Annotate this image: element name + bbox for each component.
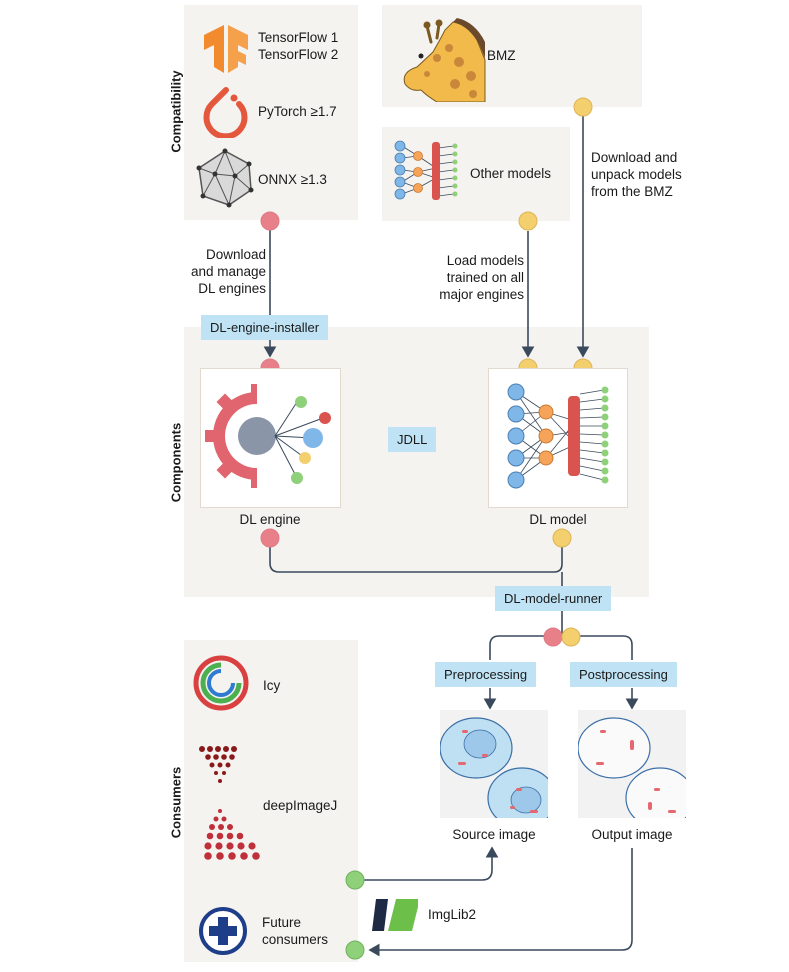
- node-yellow-runner: [561, 627, 581, 647]
- node-green-future: [345, 940, 365, 960]
- other-models-panel: [382, 127, 570, 221]
- tensorflow-icon: [204, 25, 248, 73]
- tag-jdll: JDLL: [388, 427, 437, 452]
- source-image-label: Source image: [452, 827, 536, 842]
- pytorch-label: PyTorch ≥1.7: [258, 104, 337, 119]
- onnx-label: ONNX ≥1.3: [258, 172, 327, 187]
- output-image: [578, 710, 686, 818]
- imglib2-label: ImgLib2: [428, 907, 477, 922]
- node-red-top: [260, 211, 280, 231]
- node-red-engine-out: [260, 528, 280, 548]
- deepimagej-label: deepImageJ: [263, 798, 338, 813]
- tag-preprocessing: Preprocessing: [435, 662, 537, 687]
- dl-engine-label: DL engine: [239, 512, 301, 527]
- dl-model-label: DL model: [529, 512, 587, 527]
- node-yellow-bmz: [573, 97, 593, 117]
- onnx-icon: [196, 148, 254, 208]
- imglib2-icon: [372, 899, 418, 931]
- edge-consumer-to-source: [362, 846, 499, 881]
- icy-label: Icy: [263, 678, 281, 693]
- pytorch-icon: [203, 87, 248, 138]
- node-yellow-other: [518, 211, 538, 231]
- giraffe-icon: [403, 18, 486, 102]
- icy-icon: [193, 655, 249, 711]
- node-green-consumer: [345, 870, 365, 890]
- node-red-runner: [543, 627, 563, 647]
- other-models-label: Other models: [470, 166, 552, 181]
- bmz-label: BMZ: [487, 48, 516, 63]
- edge-runner-merge: [269, 540, 563, 573]
- future-consumers-icon: [199, 907, 247, 955]
- tag-postprocessing: Postprocessing: [570, 662, 677, 687]
- output-image-label: Output image: [591, 827, 673, 842]
- dl-model-network-icon: [507, 383, 609, 489]
- tag-dl-model-runner: DL-model-runner: [495, 586, 612, 611]
- tag-dl-engine-installer: DL-engine-installer: [201, 315, 329, 340]
- edge-output-to-future: [368, 848, 633, 957]
- gear-icon: [205, 378, 335, 498]
- other-models-network-icon: [394, 140, 458, 200]
- tensorflow-1-label: TensorFlow 1: [258, 30, 339, 45]
- source-image: [440, 710, 548, 818]
- deepimagej-icon: [199, 746, 260, 860]
- node-yellow-model-out: [552, 528, 572, 548]
- tensorflow-2-label: TensorFlow 2: [258, 47, 339, 62]
